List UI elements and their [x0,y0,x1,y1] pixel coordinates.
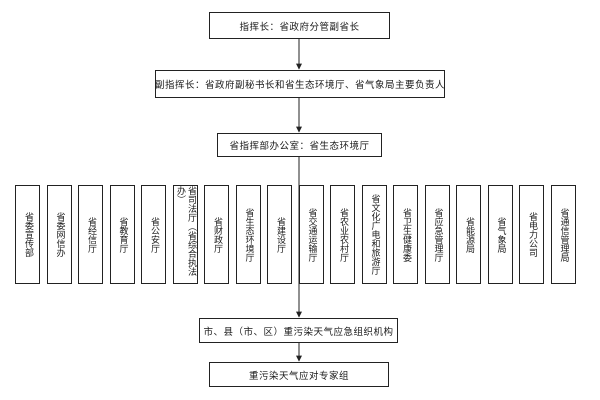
member-unit-label: 省经信厅 [86,216,96,253]
command-office-box: 省指挥部办公室：省生态环境厅 [217,133,382,157]
member-unit-box: 省电力公司 [519,185,544,284]
expert-group-box: 重污染天气应对专家组 [209,362,389,387]
city-county-org-box: 市、县（市、区）重污染天气应急组织机构 [199,318,398,343]
member-unit-box: 省委宣传部 [15,185,40,284]
member-unit-box: 省交通运输厅 [298,185,324,284]
member-unit-box: 省文化广电和旅游厅 [361,185,387,284]
member-unit-label: 省司法厅（省综合执法办） [175,186,196,276]
member-unit-box: 省通信管理局 [550,185,576,284]
command-office-label: 省指挥部办公室：省生态环境厅 [229,141,370,152]
member-unit-label: 省文化广电和旅游厅 [369,194,380,275]
member-unit-label: 省通信管理局 [558,207,569,262]
member-unit-label: 省公安厅 [149,216,159,253]
member-unit-box: 省财政厅 [204,185,229,284]
deputy-commander-label: 副指挥长：省政府副秘书长和省生态环境厅、省气象局主要负责人 [155,80,446,91]
member-unit-box: 省气象局 [487,185,513,284]
member-unit-label: 省生态环境厅 [243,207,254,262]
member-unit-label: 省交通运输厅 [306,207,317,262]
commander-box: 指挥长：省政府分管副省长 [209,12,390,39]
member-unit-box: 省能源局 [456,185,481,284]
member-unit-label: 省教育厅 [117,216,128,253]
city-county-org-label: 市、县（市、区）重污染天气应急组织机构 [203,326,394,338]
member-unit-label: 省气象局 [495,216,506,253]
member-unit-label: 省委网信办 [54,212,65,257]
member-unit-label: 省财政厅 [212,216,222,253]
member-unit-label: 省农业农村厅 [338,207,348,262]
member-unit-label: 省卫生健康委 [401,207,411,262]
member-unit-box: 省农业农村厅 [330,185,355,284]
member-unit-box: 省卫生健康委 [393,185,418,284]
member-unit-box: 省教育厅 [109,185,135,284]
member-unit-box: 省公安厅 [141,185,166,284]
commander-label: 指挥长：省政府分管副省长 [239,21,360,33]
member-unit-box: 省委网信办 [46,185,72,284]
member-unit-label: 省建设厅 [275,216,285,253]
deputy-commander-box: 副指挥长：省政府副秘书长和省生态环境厅、省气象局主要负责人 [155,70,445,98]
member-unit-label: 省委宣传部 [23,212,33,257]
member-unit-box: 省建设厅 [267,185,292,284]
member-unit-label: 省应急管理厅 [432,207,443,262]
member-unit-label: 省电力公司 [527,212,537,257]
member-unit-box: 省经信厅 [78,185,103,284]
member-unit-box: 省司法厅（省综合执法办） [172,185,198,284]
member-unit-box: 省应急管理厅 [424,185,450,284]
member-unit-label: 省能源局 [464,216,474,253]
expert-group-label: 重污染天气应对专家组 [248,370,349,382]
member-unit-box: 省生态环境厅 [235,185,261,284]
